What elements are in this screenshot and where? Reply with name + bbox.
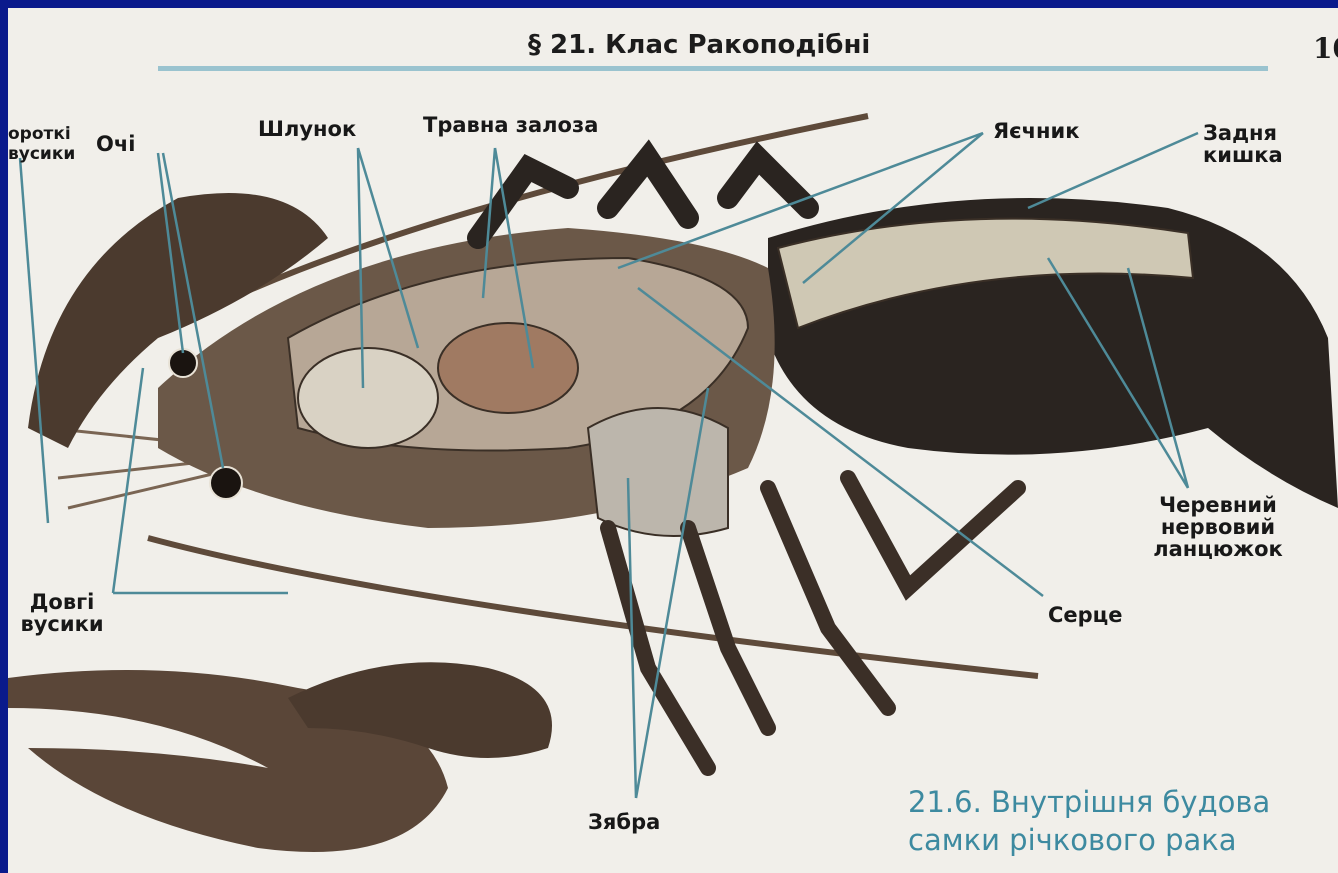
label-long-antennae: Довгі вусики — [8, 591, 116, 635]
label-digestive-gland: Травна залоза — [423, 114, 598, 136]
label-stomach: Шлунок — [258, 118, 356, 140]
label-gills: Зябра — [588, 811, 660, 833]
header-rule — [158, 66, 1268, 71]
label-long-antennae-line-2: вусики — [8, 613, 116, 635]
label-eyes: Очі — [96, 133, 135, 155]
label-hindgut: Задня кишка — [1203, 122, 1283, 166]
section-title: § 21. Клас Ракоподібні — [528, 30, 870, 60]
label-ovary: Яєчник — [993, 120, 1080, 142]
caption-line-2: самки річкового рака — [908, 821, 1270, 859]
eye-1 — [169, 349, 197, 377]
leader-hindgut — [1028, 133, 1198, 208]
crayfish-illustration — [8, 8, 1338, 873]
label-nerve-cord-line-3: ланцюжок — [1143, 538, 1293, 560]
figure-caption: 21.6. Внутрішня будова самки річкового р… — [908, 783, 1270, 859]
textbook-page: § 21. Клас Ракоподібні 10 ороткі вусики … — [8, 8, 1338, 873]
stomach-organ — [298, 348, 438, 448]
digestive-gland-organ — [438, 323, 578, 413]
long-antenna-lower — [148, 538, 1038, 676]
label-heart: Серце — [1048, 604, 1123, 626]
page-number: 10 — [1313, 32, 1338, 65]
eye-2 — [210, 467, 242, 499]
leader-short-antennae — [20, 158, 48, 523]
label-short-antennae-line-2: вусики — [8, 144, 75, 164]
label-hindgut-line-2: кишка — [1203, 144, 1283, 166]
label-ventral-nerve-cord: Черевний нервовий ланцюжок — [1143, 494, 1293, 560]
label-short-antennae-line-1: ороткі — [8, 124, 75, 144]
caption-line-1: 21.6. Внутрішня будова — [908, 783, 1270, 821]
label-short-antennae: ороткі вусики — [8, 124, 75, 164]
gills-organ — [588, 408, 728, 536]
label-nerve-cord-line-2: нервовий — [1143, 516, 1293, 538]
label-nerve-cord-line-1: Черевний — [1143, 494, 1293, 516]
label-hindgut-line-1: Задня — [1203, 122, 1283, 144]
label-long-antennae-line-1: Довгі — [8, 591, 116, 613]
